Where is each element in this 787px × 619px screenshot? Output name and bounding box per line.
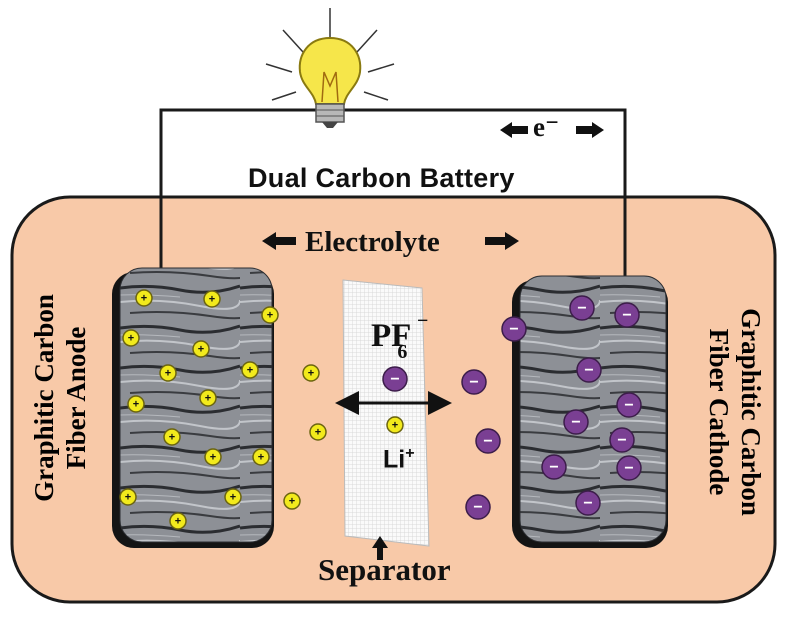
electrolyte-label: Electrolyte: [305, 226, 440, 258]
cation-label-superscript: +: [405, 445, 415, 462]
cation-li-plus: +: [192, 340, 210, 358]
cation-li-plus: +: [159, 364, 177, 382]
anion-label: PF6−: [371, 310, 428, 363]
anion-pf6-minus: −: [576, 357, 602, 383]
svg-text:+: +: [210, 451, 216, 463]
svg-text:+: +: [258, 451, 264, 463]
cation-li-plus: +: [203, 290, 221, 308]
cathode-label-line-2: Fiber Cathode: [704, 328, 734, 496]
anion-pf6-minus: −: [616, 455, 642, 481]
anion-pf6-minus: −: [575, 490, 601, 516]
electrolyte-double-arrow-icon: [262, 232, 519, 250]
svg-text:+: +: [175, 515, 181, 527]
anion-pf6-minus: −: [475, 428, 501, 454]
svg-text:−: −: [390, 371, 399, 388]
svg-text:−: −: [624, 460, 633, 477]
electron-label: e⁻: [533, 112, 560, 142]
svg-text:+: +: [133, 398, 139, 410]
cation-li-plus: +: [122, 329, 140, 347]
svg-text:+: +: [289, 495, 295, 507]
svg-text:+: +: [308, 367, 314, 379]
svg-text:−: −: [584, 362, 593, 379]
svg-text:+: +: [128, 332, 134, 344]
svg-text:+: +: [392, 419, 398, 431]
cation-li-plus: +: [309, 423, 327, 441]
anode-electrode: [112, 267, 274, 548]
cation-li-plus: +: [119, 488, 137, 506]
cation-li-plus: +: [302, 364, 320, 382]
cation-li-plus: +: [135, 289, 153, 307]
anion-pf6-minus: −: [569, 295, 595, 321]
svg-text:−: −: [624, 397, 633, 414]
svg-text:+: +: [125, 491, 131, 503]
svg-text:−: −: [622, 307, 631, 324]
anion-pf6-minus: −: [609, 427, 635, 453]
cation-li-plus: +: [386, 416, 404, 434]
anode-label-line-2: Fiber Anode: [61, 326, 91, 470]
anion-pf6-minus: −: [616, 392, 642, 418]
anion-pf6-minus: −: [461, 369, 487, 395]
svg-text:−: −: [577, 300, 586, 317]
cation-li-plus: +: [169, 512, 187, 530]
svg-text:+: +: [230, 491, 236, 503]
svg-text:+: +: [165, 367, 171, 379]
cation-li-plus: +: [252, 448, 270, 466]
svg-text:−: −: [469, 374, 478, 391]
svg-text:+: +: [247, 364, 253, 376]
svg-text:+: +: [209, 293, 215, 305]
svg-text:−: −: [549, 459, 558, 476]
electron-double-arrow-icon: [500, 122, 604, 138]
svg-text:+: +: [198, 343, 204, 355]
separator-label: Separator: [318, 552, 451, 587]
cation-li-plus: +: [224, 488, 242, 506]
cation-li-plus: +: [163, 428, 181, 446]
svg-text:+: +: [267, 309, 273, 321]
cation-label-base: Li: [383, 445, 406, 474]
svg-text:+: +: [141, 292, 147, 304]
anion-label-superscript: −: [417, 310, 429, 332]
svg-text:−: −: [509, 321, 518, 338]
cation-li-plus: +: [283, 492, 301, 510]
anion-label-base: PF: [371, 318, 412, 354]
svg-text:−: −: [617, 432, 626, 449]
svg-text:−: −: [583, 495, 592, 512]
cation-li-plus: +: [241, 361, 259, 379]
svg-text:+: +: [205, 392, 211, 404]
svg-text:+: +: [315, 426, 321, 438]
external-circuit-wire: [159, 108, 627, 290]
diagram-title: Dual Carbon Battery: [248, 163, 515, 193]
cathode-label: Graphitic Carbon Fiber Cathode: [703, 308, 767, 516]
cation-li-plus: +: [204, 448, 222, 466]
cation-li-plus: +: [261, 306, 279, 324]
svg-text:−: −: [571, 414, 580, 431]
cathode-label-line-1: Graphitic Carbon: [736, 308, 766, 516]
anode-label-line-1: Graphitic Carbon: [29, 294, 59, 502]
anion-pf6-minus: −: [563, 409, 589, 435]
anion-pf6-minus: −: [382, 366, 408, 392]
svg-text:+: +: [169, 431, 175, 443]
cation-li-plus: +: [199, 389, 217, 407]
anode-label: Graphitic Carbon Fiber Anode: [28, 294, 92, 502]
svg-text:−: −: [473, 499, 482, 516]
anion-label-subscript: 6: [397, 340, 408, 363]
anion-pf6-minus: −: [541, 454, 567, 480]
up-arrow-icon: [372, 536, 388, 560]
anion-pf6-minus: −: [465, 494, 491, 520]
light-bulb-icon: [265, 8, 395, 128]
cation-li-plus: +: [127, 395, 145, 413]
cation-label: Li+: [383, 445, 415, 474]
anion-pf6-minus: −: [501, 316, 527, 342]
anion-pf6-minus: −: [614, 302, 640, 328]
svg-text:−: −: [483, 433, 492, 450]
